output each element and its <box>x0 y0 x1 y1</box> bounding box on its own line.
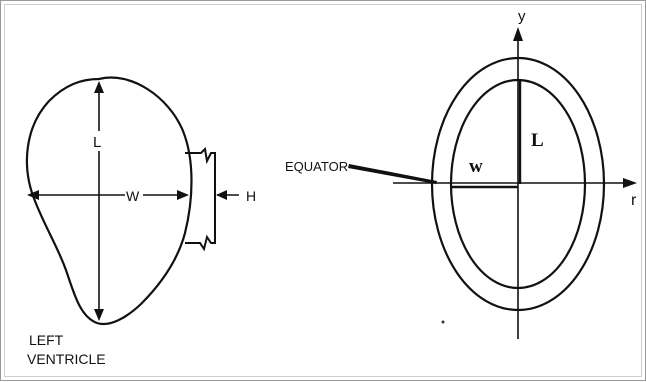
width-label-right: w <box>469 156 483 177</box>
length-label-left: L <box>93 134 101 151</box>
caption-line-2: VENTRICLE <box>27 351 106 367</box>
equator-pointer <box>348 164 437 184</box>
length-arrowhead-bottom <box>94 309 104 321</box>
width-arrowhead-right <box>177 190 189 200</box>
speck-dot <box>441 320 445 324</box>
y-axis-arrowhead <box>513 27 523 41</box>
left-ventricle-figure: L W H LEFT VENTRICLE <box>25 76 256 367</box>
thickness-label: H <box>246 188 256 204</box>
y-axis-label: y <box>518 8 526 25</box>
wall-thickness-bracket <box>185 146 216 252</box>
r-axis-label: r <box>631 192 637 209</box>
length-label-right: L <box>531 130 544 151</box>
thickness-arrowhead <box>216 190 227 200</box>
l-label-bg <box>91 131 107 151</box>
ventricle-outline <box>25 76 193 326</box>
r-axis-arrowhead <box>623 178 637 188</box>
caption-line-1: LEFT <box>29 332 64 348</box>
equator-label: EQUATOR <box>285 159 348 174</box>
width-label-left: W <box>126 188 140 204</box>
w-label-bg <box>125 186 143 204</box>
width-arrowhead-left <box>27 190 39 200</box>
length-arrowhead-top <box>94 81 104 93</box>
ellipsoid-model-figure: EQUATOR y r L w <box>285 8 637 339</box>
